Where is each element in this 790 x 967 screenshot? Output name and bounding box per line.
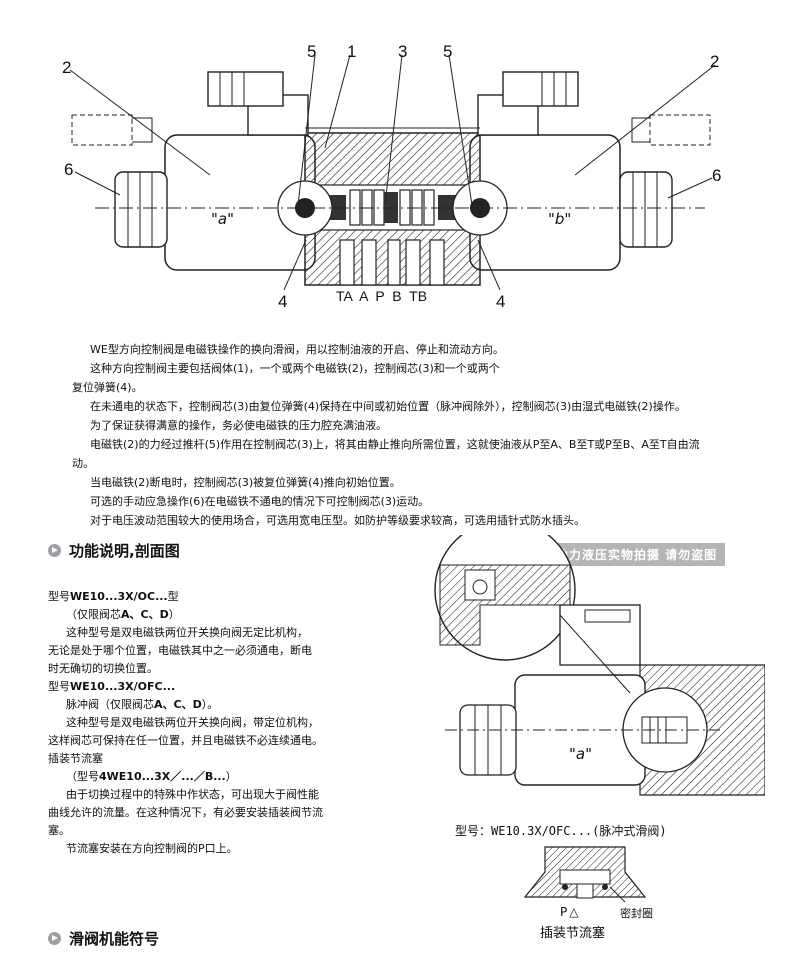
callout-6-left: 6 (64, 160, 74, 179)
seal-label: 密封圈 (620, 907, 653, 920)
section-heading-symbols: 滑阀机能符号 (48, 928, 159, 949)
text-span: ） (225, 770, 237, 783)
solenoid-b-label: "b" (545, 210, 575, 228)
desc-line: 这种型号是双电磁铁两位开关换向阀，带定位机构， (66, 716, 319, 729)
port-p-label: P △ (560, 905, 578, 919)
intro-line: 动。 (72, 457, 94, 470)
intro-line: 电磁铁(2)的力经过推杆(5)作用在控制阀芯(3)上，将其由静止推向所需位置，这… (90, 438, 700, 451)
intro-line: 对于电压波动范围较大的使用场合，可选用宽电压型。如防护等级要求较高，可选用插针式… (90, 514, 585, 527)
intro-line: 可选的手动应急操作(6)在电磁铁不通电的情况下可控制阀芯(3)运动。 (90, 495, 430, 508)
port-p-text: P (560, 905, 568, 919)
intro-line: 在未通电的状态下，控制阀芯(3)由复位弹簧(4)保持在中间或初始位置（脉冲阀除外… (90, 400, 686, 413)
callout-4-left: 4 (278, 292, 288, 311)
intro-line: WE型方向控制阀是电磁铁操作的换向滑阀，用以控制油液的开启、停止和流动方向。 (90, 343, 504, 356)
plug-figure-caption: 插装节流塞 (540, 926, 606, 941)
desc-line: 这种型号是双电磁铁两位开关换向阀无定比机构， (66, 626, 308, 639)
bullet-play-icon (48, 544, 61, 557)
model-descriptions: 型号WE10...3X/OC...型 （仅限阀芯A、C、D） 这种型号是双电磁铁… (48, 588, 378, 858)
detail-figure-caption: 型号：WE10.3X/OFC...(脉冲式滑阀) (455, 824, 667, 838)
intro-line: 当电磁铁(2)断电时，控制阀芯(3)被复位弹簧(4)推向初始位置。 (90, 476, 401, 489)
text-span: ）。 (201, 698, 219, 711)
spool-codes: A、C、D (154, 698, 202, 711)
pulse-valve-detail-figure (434, 535, 765, 796)
callout-1: 1 (347, 42, 357, 61)
callout-2-left: 2 (62, 58, 72, 77)
watermark-banner: 油力液压实物拍摄 请勿盗图 (548, 543, 726, 566)
callout-2-right: 2 (710, 52, 720, 71)
callout-6-right: 6 (712, 166, 722, 185)
text-span: （型号 (66, 770, 99, 783)
valve-cross-section-diagram (69, 54, 716, 291)
solenoid-a-label: "a" (208, 210, 237, 228)
intro-line: 复位弹簧(4)。 (72, 381, 143, 394)
spool-codes: A、C、D (121, 608, 169, 621)
model-code: 4WE10...3X／...／B... (99, 770, 226, 783)
model-prefix: 型号 (48, 590, 70, 603)
section-title: 功能说明,剖面图 (69, 542, 180, 560)
section-heading-function: 功能说明,剖面图 (48, 540, 180, 561)
intro-text: WE型方向控制阀是电磁铁操作的换向滑阀，用以控制油液的开启、停止和流动方向。 这… (72, 340, 762, 530)
callout-3: 3 (398, 42, 408, 61)
solenoid-a-label-detail: "a" (566, 745, 595, 763)
port-labels: TA A P B TB (336, 288, 428, 304)
text-span: ） (168, 608, 180, 621)
desc-line: 曲线允许的流量。在这种情况下，有必要安装插装阀节流 (48, 806, 323, 819)
model-code: WE10...3X/OC... (70, 590, 168, 603)
triangle-marker-icon: △ (569, 905, 579, 919)
desc-line: 这样阀芯可保持在任一位置，并且电磁铁不必连续通电。 (48, 734, 323, 747)
intro-line: 这种方向控制阀主要包括阀体(1)，一个或两个电磁铁(2)，控制阀芯(3)和一个或… (90, 362, 500, 375)
plug-title: 插装节流塞 (48, 752, 103, 765)
text-span: （仅限阀芯 (66, 608, 121, 621)
desc-line: 塞。 (48, 824, 70, 837)
intro-line: 为了保证获得满意的操作，务必使电磁铁的压力腔充满油液。 (90, 419, 387, 432)
model-prefix: 型号 (48, 680, 70, 693)
desc-line: 由于切换过程中的特殊中作状态，可出现大于阀性能 (66, 788, 319, 801)
throttle-plug-figure (523, 846, 647, 903)
desc-line: 无论是处于哪个位置，电磁铁其中之一必须通电，断电 (48, 644, 312, 657)
text-span: 脉冲阀（仅限阀芯 (66, 698, 154, 711)
desc-line: 时无确切的切换位置。 (48, 662, 158, 675)
callout-5-right: 5 (443, 42, 453, 61)
section-title: 滑阀机能符号 (69, 930, 160, 948)
bullet-play-icon (48, 932, 61, 945)
model-suffix: 型 (167, 590, 179, 603)
callout-5-left: 5 (307, 42, 317, 61)
callout-4-right: 4 (496, 292, 506, 311)
model-code: WE10...3X/OFC... (70, 680, 176, 693)
desc-line: 节流塞安装在方向控制阀的P口上。 (66, 842, 238, 855)
